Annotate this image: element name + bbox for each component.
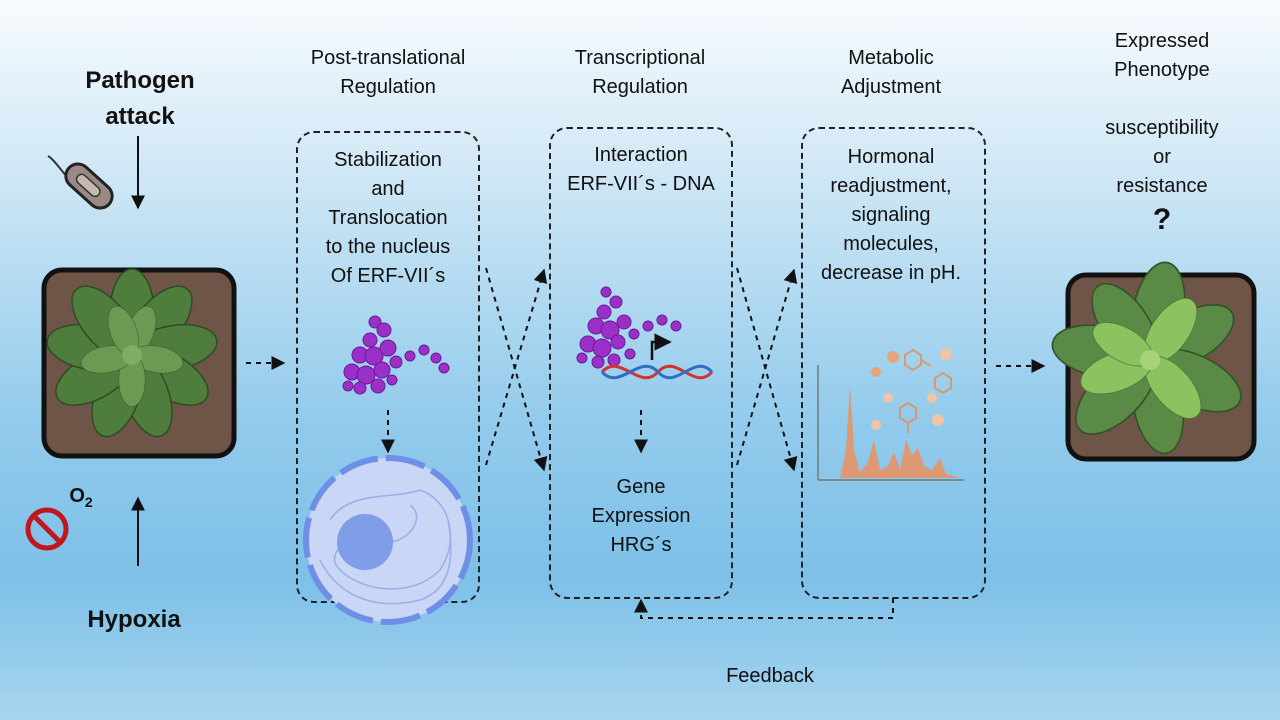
stage2-expression-text: Gene Expression HRG´s [591, 476, 691, 556]
dna-helix-image [600, 333, 714, 380]
stage3-heading: Metabolic Adjustment [840, 47, 942, 98]
question-mark: ? [1152, 203, 1172, 236]
transcriptional-box [549, 127, 733, 599]
arrow-cross-1b [485, 268, 548, 466]
bacterium-icon [47, 155, 114, 210]
arrow-cross-2b [736, 268, 798, 466]
feedback-arrow [634, 598, 894, 619]
molecules-image [871, 348, 952, 433]
stage1-heading: Post-translational Regulation [310, 47, 466, 98]
stage1-text: Stabilization and Translocation to the n… [325, 149, 451, 287]
feedback-label: Feedback [726, 665, 814, 687]
stage2-heading: Transcriptional Regulation [574, 47, 706, 98]
stage3-text: Hormonal readjustment, signaling molecul… [820, 146, 962, 284]
erf-protein-image-2 [576, 286, 682, 369]
infected-plant-image [41, 267, 237, 459]
no-oxygen-icon [25, 507, 69, 551]
phenotype-plant-image [1047, 257, 1257, 462]
phenotype-options: susceptibility or resistance [1105, 117, 1219, 197]
metabolite-spectrum-image [817, 365, 964, 481]
nucleus-image [303, 455, 473, 625]
pathogen-label: Pathogen attack [85, 67, 195, 130]
stage2-text: Interaction ERF-VII´s - DNA [567, 144, 715, 195]
erf-protein-image-1 [342, 315, 450, 395]
hypoxia-label: Hypoxia [87, 606, 181, 633]
oxygen-label: O2 [69, 485, 93, 510]
phenotype-heading: Expressed Phenotype [1114, 30, 1210, 81]
